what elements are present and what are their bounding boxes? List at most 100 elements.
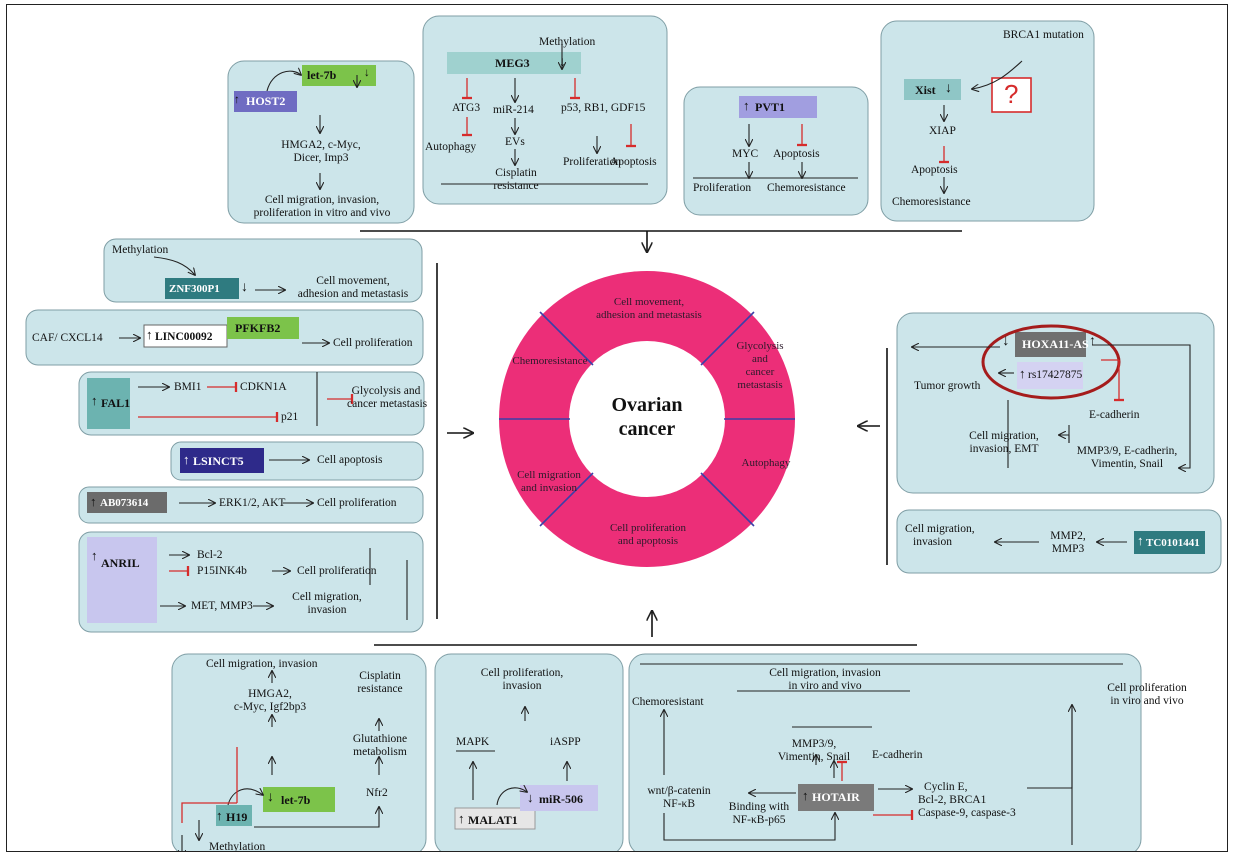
- panel-pvt1: [683, 86, 869, 216]
- arrow-down-glyph: ↓: [364, 67, 370, 79]
- meg3-proliferation: Proliferation: [563, 156, 622, 168]
- ring-label-chemoresistance: Chemoresistance: [512, 355, 588, 367]
- hoxa11-snp: rs17427875: [1028, 369, 1083, 381]
- malat1-mapk: MAPK: [456, 736, 490, 748]
- fal1-bmi1: BMI1: [174, 381, 202, 393]
- arrow-up-glyph: ↑: [183, 452, 190, 467]
- center-title-line-2: cancer: [618, 418, 676, 440]
- anril-met: MET, MMP3: [191, 600, 253, 612]
- linc-pfkfb2: PFKFB2: [235, 321, 281, 335]
- xist-chemoresistance: Chemoresistance: [892, 196, 971, 208]
- ab073614-mid: ERK1/2, AKT: [219, 497, 286, 509]
- xist-brca1: BRCA1 mutation: [1003, 29, 1084, 41]
- arrow-up-glyph: ↑: [90, 494, 97, 509]
- hoxa11-ecadherin: E-cadherin: [1089, 409, 1140, 421]
- panel-anril: [78, 531, 424, 633]
- meg3-autophagy: Autophagy: [425, 141, 477, 153]
- arrow-up-glyph: ↑: [1137, 533, 1144, 548]
- pvt1-chemoresistance: Chemoresistance: [767, 182, 846, 194]
- malat1-iaspp: iASPP: [550, 736, 581, 748]
- ab073614-gene: AB073614: [100, 497, 149, 509]
- fal1-cdkn1a: CDKN1A: [240, 381, 287, 393]
- panel-hoxa11: [896, 312, 1215, 494]
- znf-methylation: Methylation: [112, 244, 169, 256]
- hotair-gene: HOTAIR: [812, 790, 860, 804]
- fal1-p21: p21: [281, 411, 299, 423]
- linc-gene: LINC00092: [155, 331, 213, 343]
- meg3-mir214: miR-214: [493, 104, 534, 116]
- anril-gene: ANRIL: [101, 556, 140, 570]
- h19-methylation: Methylation: [209, 841, 266, 852]
- pvt1-proliferation: Proliferation: [693, 182, 752, 194]
- diagram-graphics: [25, 15, 1222, 851]
- center-title: Ovarian cancer: [587, 393, 707, 441]
- meg3-methylation: Methylation: [539, 36, 596, 48]
- panel-h19: [171, 653, 427, 851]
- ring-label-autophagy: Autophagy: [741, 457, 791, 469]
- host2-gene: HOST2: [246, 94, 286, 108]
- tc0101441-gene: TC0101441: [1146, 537, 1200, 549]
- host2-targets: HMGA2, c-Myc,Dicer, Imp3: [281, 139, 361, 164]
- meg3-apoptosis: Apoptosis: [610, 156, 657, 168]
- host2-outcome: Cell migration, invasion,proliferation i…: [253, 194, 391, 219]
- anril-bcl2: Bcl-2: [197, 549, 223, 561]
- center-title-line-1: Ovarian: [611, 394, 683, 416]
- tc0101441-mmp: MMP2,MMP3: [1050, 530, 1086, 555]
- diagram-canvas: Ovarian cancer Cell movement,adhesion an…: [7, 5, 1227, 852]
- znf-gene: ZNF300P1: [169, 283, 220, 295]
- pvt1-myc: MYC: [732, 148, 759, 160]
- h19-migration: Cell migration, invasion: [206, 658, 318, 670]
- arrow-down-glyph: ↓: [1002, 333, 1010, 349]
- arrow-up-glyph: ↑: [91, 548, 98, 563]
- arrow-down-glyph: ↓: [241, 280, 248, 295]
- arrow-up-glyph: ↑: [743, 98, 750, 113]
- h19-nfr2: Nfr2: [366, 787, 388, 799]
- arrow-up-glyph: ↑: [234, 94, 240, 106]
- hoxa11-gene: HOXA11-AS: [1022, 337, 1089, 351]
- malat1-gene: MALAT1: [468, 813, 518, 827]
- panel-tc0101441: [896, 509, 1222, 574]
- question-icon: ?: [1004, 79, 1019, 109]
- arrow-down-glyph: ↓: [559, 55, 566, 70]
- ring-label-movement: Cell movement,adhesion and metastasis: [596, 296, 702, 321]
- arrow-up-glyph: ↑: [802, 788, 809, 803]
- pvt1-apoptosis: Apoptosis: [773, 148, 820, 160]
- ab073614-outcome: Cell proliferation: [317, 497, 397, 509]
- malat1-outcome: Cell proliferation,invasion: [480, 667, 564, 692]
- hoxa11-migration: Cell migration,invasion, EMT: [969, 430, 1039, 455]
- donut-ring: [499, 271, 795, 567]
- lsinct5-gene: LSINCT5: [193, 454, 244, 468]
- anril-migration: Cell migration,invasion: [292, 591, 362, 616]
- tc0101441-outcome: Cell migration,invasion: [905, 523, 975, 548]
- arrow-up-glyph: ↑: [91, 393, 98, 408]
- xist-xiap: XIAP: [929, 125, 956, 137]
- znf-outcome: Cell movement,adhesion and metastasis: [297, 275, 409, 300]
- meg3-evs: EVs: [505, 136, 525, 148]
- hotair-ecadherin: E-cadherin: [872, 749, 923, 761]
- arrow-up-glyph: ↑: [458, 811, 465, 826]
- xist-apoptosis: Apoptosis: [911, 164, 958, 176]
- anril-p15: P15INK4b: [197, 565, 247, 577]
- meg3-gene: MEG3: [495, 56, 530, 70]
- panel-xist: [880, 20, 1095, 222]
- hotair-chemoresistant: Chemoresistant: [632, 696, 704, 708]
- panel-hotair: [628, 653, 1142, 851]
- meg3-atg3: ATG3: [452, 102, 481, 114]
- linc-outcome: Cell proliferation: [333, 337, 413, 349]
- arrow-up-glyph: ↑: [216, 808, 223, 823]
- h19-targets: HMGA2,c-Myc, Igf2bp3: [233, 688, 307, 713]
- arrow-down-glyph: ↓: [527, 790, 534, 805]
- linc-source: CAF/ CXCL14: [32, 332, 103, 344]
- hoxa11-mmp: MMP3/9, E-cadherin,Vimentin, Snail: [1076, 445, 1178, 470]
- arrow-down-glyph: ↓: [267, 790, 274, 805]
